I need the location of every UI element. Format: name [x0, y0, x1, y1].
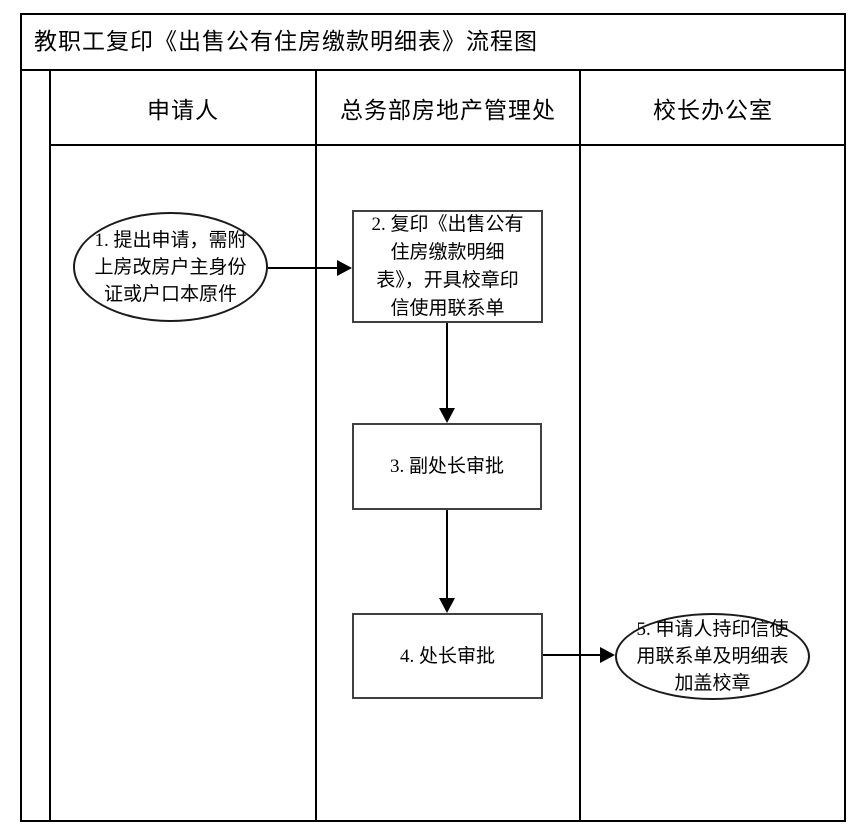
- flow-step-2-photocopy-form: 2. 复印《出售公有 住房缴款明细 表》，开具校章印 信使用联系单: [352, 210, 543, 323]
- flow-step-1-line: 证或户口本原件: [103, 283, 237, 305]
- flow-step-1-line: 1. 提出申请，需附: [94, 229, 247, 251]
- header-row-divider: [50, 144, 846, 146]
- flow-step-5-line: 加盖校章: [674, 673, 751, 694]
- flow-step-3-deputy-director-approval: 3. 副处长审批: [352, 423, 542, 510]
- flow-step-3-label: 3. 副处长审批: [389, 456, 504, 477]
- arrow-step3-to-step4-head: [439, 598, 455, 613]
- column-header-president-office: 校长办公室: [653, 97, 773, 123]
- flow-step-2-line: 2. 复印《出售公有: [371, 213, 524, 235]
- lane-divider-2: [579, 70, 581, 822]
- arrow-step2-to-step3-line: [446, 323, 448, 409]
- flow-step-5-line: 用联系单及明细表: [636, 646, 789, 667]
- flow-step-2-line: 信使用联系单: [390, 297, 505, 319]
- table-outer-border: [20, 13, 846, 822]
- flow-step-2-line: 住房缴款明细: [390, 241, 505, 263]
- arrow-step4-to-step5-head: [600, 647, 615, 663]
- flow-step-5-stamp-school-seal: 5. 申请人持印信使 用联系单及明细表 加盖校章: [615, 613, 810, 700]
- arrow-step1-to-step2-line: [268, 267, 340, 269]
- flow-step-1-line: 上房改房户主身份: [94, 256, 247, 278]
- page-title: 教职工复印《出售公有住房缴款明细表》流程图: [34, 29, 538, 54]
- arrow-step4-to-step5-line: [543, 654, 601, 656]
- narrow-column-divider: [49, 70, 51, 822]
- lane-divider-1: [315, 70, 317, 822]
- flow-step-2-line: 表》，开具校章印: [376, 269, 519, 291]
- arrow-step3-to-step4-line: [446, 510, 448, 599]
- flow-step-5-line: 5. 申请人持印信使: [636, 619, 789, 640]
- flow-step-4-label: 4. 处长审批: [399, 645, 495, 667]
- column-header-applicant: 申请人: [147, 97, 219, 123]
- flow-step-4-director-approval: 4. 处长审批: [352, 613, 543, 699]
- arrow-step1-to-step2-head: [337, 260, 352, 276]
- title-row-divider: [20, 69, 846, 71]
- arrow-step2-to-step3-head: [439, 408, 455, 423]
- column-header-real-estate-office: 总务部房地产管理处: [340, 97, 556, 123]
- flow-step-1-submit-application: 1. 提出申请，需附 上房改房户主身份 证或户口本原件: [73, 212, 268, 322]
